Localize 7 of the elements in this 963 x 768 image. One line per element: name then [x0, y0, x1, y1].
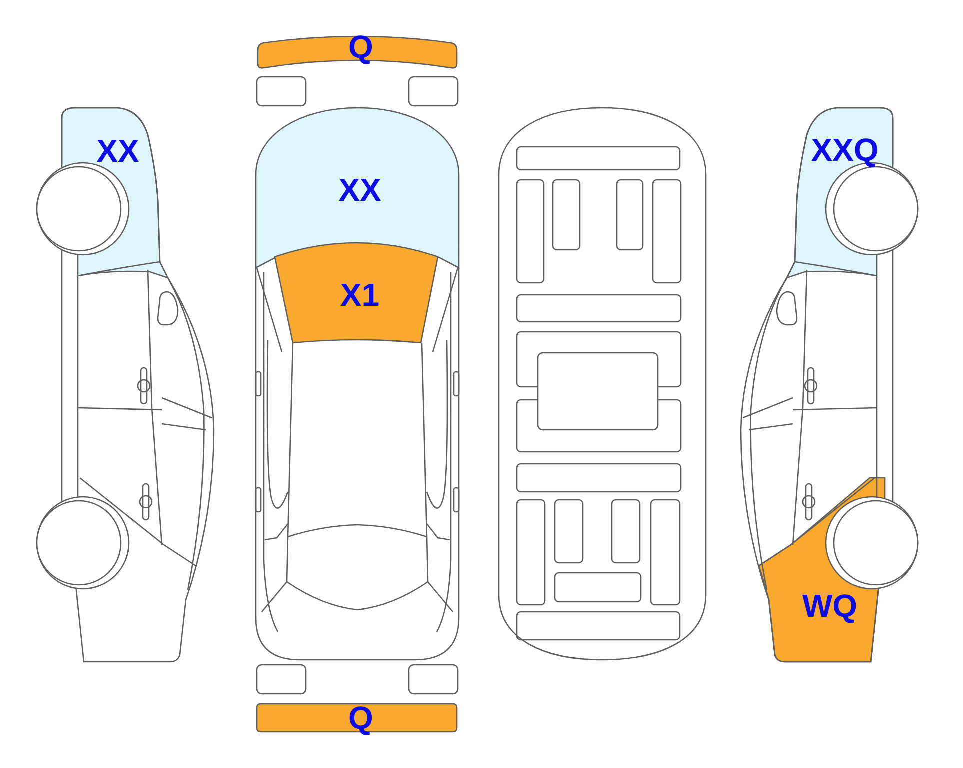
damage-code: Q — [348, 31, 374, 63]
damage-code: XXQ — [811, 134, 879, 166]
damage-code: X1 — [340, 279, 380, 311]
damage-code: WQ — [802, 590, 858, 622]
damage-code: Q — [348, 702, 374, 734]
damage-code: XX — [96, 135, 140, 167]
damage-code: XX — [338, 174, 382, 206]
